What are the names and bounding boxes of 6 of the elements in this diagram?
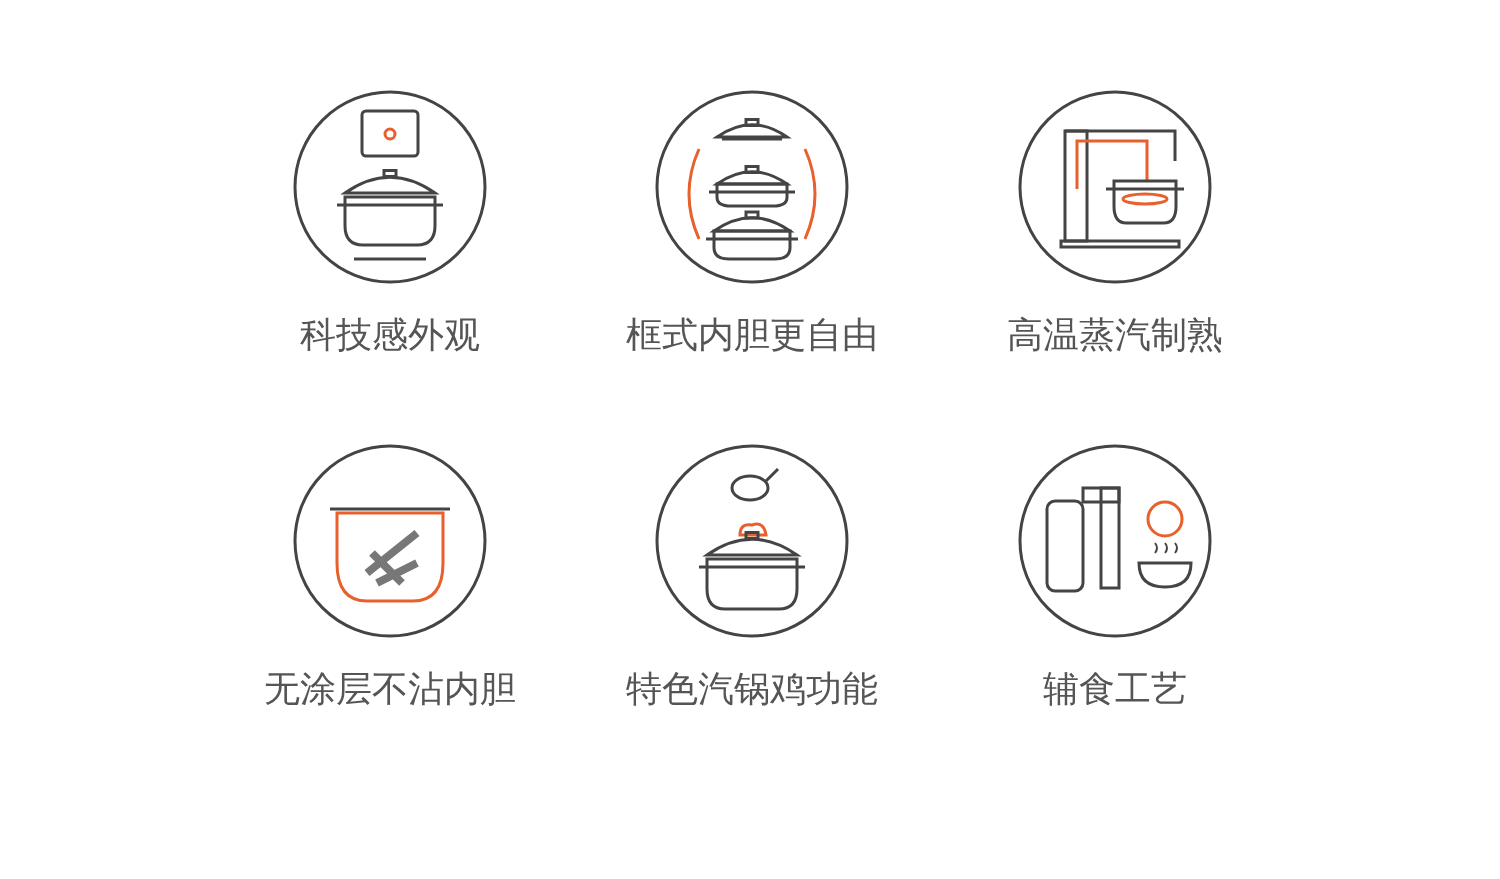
feature-caption: 框式内胆更自由 xyxy=(625,313,879,357)
feature-caption: 科技感外观 xyxy=(299,313,481,357)
feature-caption: 高温蒸汽制熟 xyxy=(1006,313,1224,357)
feature-caption: 辅食工艺 xyxy=(1042,667,1188,711)
feature-caption: 无涂层不沾内胆 xyxy=(263,667,517,711)
feature-caption: 特色汽锅鸡功能 xyxy=(625,667,879,711)
